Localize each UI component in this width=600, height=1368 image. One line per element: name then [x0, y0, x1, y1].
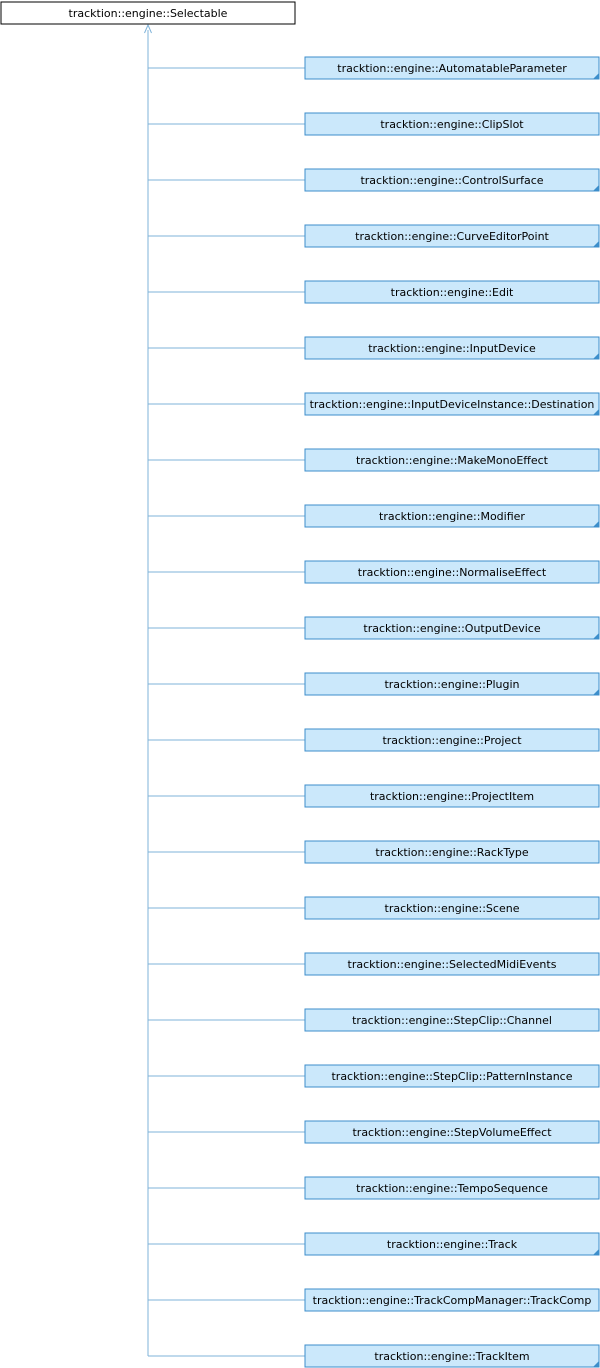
class-box[interactable]: [304, 840, 600, 864]
class-node-control-surface[interactable]: tracktion::engine::ControlSurface: [304, 168, 600, 192]
class-label: tracktion::engine::OutputDevice: [363, 622, 540, 635]
has-subclasses-marker-icon: [593, 1249, 599, 1255]
class-node-plugin[interactable]: tracktion::engine::Plugin: [304, 672, 600, 696]
has-subclasses-marker-icon: [593, 241, 599, 247]
class-label: tracktion::engine::Plugin: [384, 678, 519, 691]
class-box[interactable]: [304, 1064, 600, 1088]
class-node-input-device[interactable]: tracktion::engine::InputDevice: [304, 336, 600, 360]
base-class-label: tracktion::engine::Selectable: [69, 7, 228, 20]
class-node-edit[interactable]: tracktion::engine::Edit: [304, 280, 600, 304]
inheritance-edges: [144, 23, 305, 1357]
class-node-make-mono-effect[interactable]: tracktion::engine::MakeMonoEffect: [304, 448, 600, 472]
class-box[interactable]: [304, 112, 600, 136]
class-node-clip-slot[interactable]: tracktion::engine::ClipSlot: [304, 112, 600, 136]
class-node-track[interactable]: tracktion::engine::Track: [304, 1232, 600, 1256]
class-node-tempo-sequence[interactable]: tracktion::engine::TempoSequence: [304, 1176, 600, 1200]
class-box[interactable]: [304, 1232, 600, 1256]
class-box[interactable]: [304, 896, 600, 920]
class-box[interactable]: [304, 784, 600, 808]
class-label: tracktion::engine::Track: [387, 1238, 518, 1251]
class-node-scene[interactable]: tracktion::engine::Scene: [304, 896, 600, 920]
class-node-step-clip-channel[interactable]: tracktion::engine::StepClip::Channel: [304, 1008, 600, 1032]
class-node-project-item[interactable]: tracktion::engine::ProjectItem: [304, 784, 600, 808]
class-box[interactable]: [304, 280, 600, 304]
class-box[interactable]: [304, 1344, 600, 1368]
has-subclasses-marker-icon: [593, 353, 599, 359]
class-label: tracktion::engine::TrackCompManager::Tra…: [313, 1294, 592, 1307]
class-box[interactable]: [304, 224, 600, 248]
class-box[interactable]: [304, 336, 600, 360]
class-box[interactable]: [304, 616, 600, 640]
class-node-track-comp-manager-track-comp[interactable]: tracktion::engine::TrackCompManager::Tra…: [304, 1288, 600, 1312]
class-box[interactable]: [304, 952, 600, 976]
class-label: tracktion::engine::Project: [382, 734, 522, 747]
class-label: tracktion::engine::SelectedMidiEvents: [348, 958, 557, 971]
has-subclasses-marker-icon: [593, 633, 599, 639]
class-node-input-device-instance-destination[interactable]: tracktion::engine::InputDeviceInstance::…: [304, 392, 600, 416]
has-subclasses-marker-icon: [593, 185, 599, 191]
derived-class-nodes: tracktion::engine::AutomatableParametert…: [304, 56, 600, 1368]
class-node-curve-editor-point[interactable]: tracktion::engine::CurveEditorPoint: [304, 224, 600, 248]
class-node-rack-type[interactable]: tracktion::engine::RackType: [304, 840, 600, 864]
has-subclasses-marker-icon: [593, 689, 599, 695]
class-node-step-clip-pattern-instance[interactable]: tracktion::engine::StepClip::PatternInst…: [304, 1064, 600, 1088]
has-subclasses-marker-icon: [593, 409, 599, 415]
class-node-track-item[interactable]: tracktion::engine::TrackItem: [304, 1344, 600, 1368]
class-node-project[interactable]: tracktion::engine::Project: [304, 728, 600, 752]
class-label: tracktion::engine::Edit: [391, 286, 514, 299]
class-box[interactable]: [304, 1288, 600, 1312]
class-label: tracktion::engine::TrackItem: [374, 1350, 529, 1363]
class-label: tracktion::engine::InputDeviceInstance::…: [310, 398, 595, 411]
class-label: tracktion::engine::InputDevice: [368, 342, 536, 355]
has-subclasses-marker-icon: [593, 521, 599, 527]
class-box[interactable]: [304, 1008, 600, 1032]
class-box[interactable]: [304, 504, 600, 528]
class-label: tracktion::engine::ClipSlot: [380, 118, 524, 131]
class-label: tracktion::engine::ProjectItem: [370, 790, 534, 803]
class-node-automatable-parameter[interactable]: tracktion::engine::AutomatableParameter: [304, 56, 600, 80]
class-label: tracktion::engine::CurveEditorPoint: [355, 230, 549, 243]
class-label: tracktion::engine::ControlSurface: [360, 174, 543, 187]
class-node-normalise-effect[interactable]: tracktion::engine::NormaliseEffect: [304, 560, 600, 584]
class-node-modifier[interactable]: tracktion::engine::Modifier: [304, 504, 600, 528]
class-box[interactable]: [304, 168, 600, 192]
class-box[interactable]: [304, 560, 600, 584]
class-box[interactable]: [304, 672, 600, 696]
base-class-box: [0, 1, 296, 25]
class-label: tracktion::engine::StepClip::PatternInst…: [331, 1070, 572, 1083]
class-box[interactable]: [304, 1120, 600, 1144]
class-label: tracktion::engine::Scene: [385, 902, 520, 915]
base-class-node: tracktion::engine::Selectable: [0, 1, 296, 25]
class-node-selected-midi-events[interactable]: tracktion::engine::SelectedMidiEvents: [304, 952, 600, 976]
class-label: tracktion::engine::TempoSequence: [356, 1182, 548, 1195]
class-label: tracktion::engine::StepClip::Channel: [352, 1014, 552, 1027]
class-label: tracktion::engine::Modifier: [379, 510, 525, 523]
class-box[interactable]: [304, 728, 600, 752]
has-subclasses-marker-icon: [593, 1361, 599, 1367]
class-label: tracktion::engine::MakeMonoEffect: [356, 454, 549, 467]
has-subclasses-marker-icon: [593, 73, 599, 79]
class-node-step-volume-effect[interactable]: tracktion::engine::StepVolumeEffect: [304, 1120, 600, 1144]
class-node-output-device[interactable]: tracktion::engine::OutputDevice: [304, 616, 600, 640]
class-box[interactable]: [304, 56, 600, 80]
inheritance-arrowhead: [144, 23, 152, 34]
class-label: tracktion::engine::AutomatableParameter: [337, 62, 567, 75]
class-label: tracktion::engine::StepVolumeEffect: [352, 1126, 552, 1139]
class-label: tracktion::engine::RackType: [375, 846, 528, 859]
class-box[interactable]: [304, 448, 600, 472]
class-label: tracktion::engine::NormaliseEffect: [358, 566, 547, 579]
class-box[interactable]: [304, 392, 600, 416]
class-box[interactable]: [304, 1176, 600, 1200]
